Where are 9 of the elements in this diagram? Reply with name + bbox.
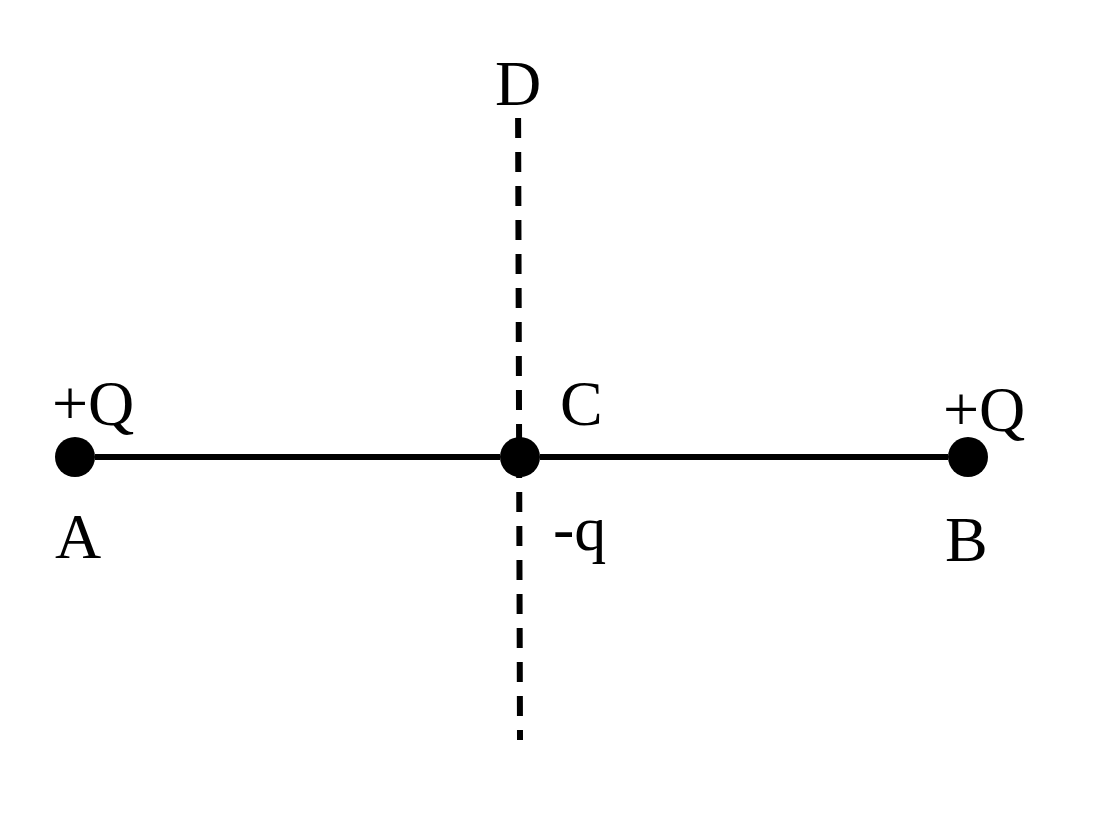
- charge-label: C: [560, 372, 603, 436]
- charge-label: +Q: [52, 372, 135, 436]
- point-label: D: [493, 52, 543, 116]
- charge-label: +Q: [943, 378, 1026, 442]
- point-label: B: [945, 508, 988, 572]
- dashed-line: [515, 118, 523, 740]
- point-label: A: [55, 505, 102, 569]
- connecting-line: [540, 454, 948, 460]
- connecting-line: [95, 454, 500, 460]
